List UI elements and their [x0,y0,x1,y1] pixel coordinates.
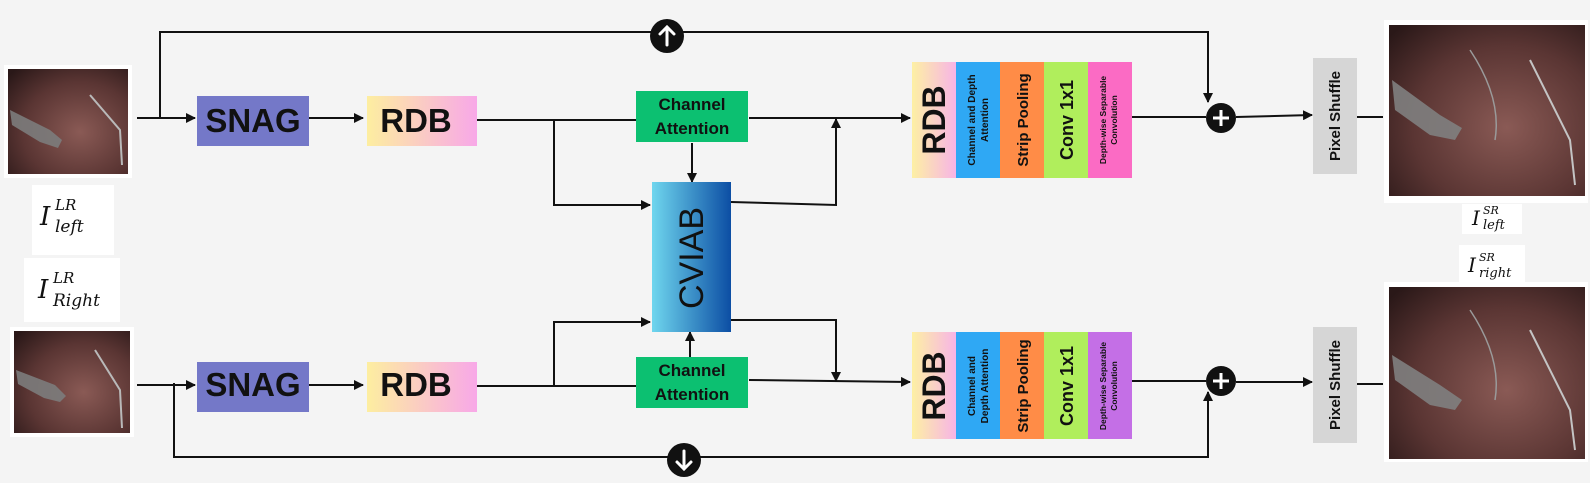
svg-text:Channel: Channel [658,361,725,380]
branch-top-to-cviab [553,120,651,210]
stack-bottom-channel-depth [956,332,1000,439]
arrow-up-icon [650,19,684,53]
svg-text:RDB: RDB [380,366,452,403]
stack-top-channel-depth [956,62,1000,178]
rdb-block-top: RDB [367,96,477,146]
label-output-right: I SR right [1459,245,1525,283]
svg-text:SR: SR [1483,204,1499,217]
svg-text:RDB: RDB [916,351,952,420]
plus-icon-bottom [1206,366,1236,396]
svg-text:left: left [55,217,84,237]
cviab-block: CVIAB [652,182,731,332]
rdb-block-bottom: RDB [367,362,477,412]
output-image-left [1384,20,1588,203]
svg-text:Attention: Attention [655,385,730,404]
svg-text:Convolution: Convolution [1109,95,1119,145]
svg-text:Channel: Channel [658,95,725,114]
svg-text:Depth Attention: Depth Attention [980,349,991,424]
cviab-to-top-merge [730,118,841,207]
svg-text:LR: LR [54,196,76,214]
svg-text:Attention: Attention [980,98,991,142]
svg-text:Channel and Depth: Channel and Depth [967,74,978,165]
stack-top-strip-pooling [1000,62,1044,178]
svg-text:SR: SR [1479,251,1495,264]
input-image-left [4,65,132,178]
svg-text:Conv 1x1: Conv 1x1 [1057,346,1077,426]
svg-text:LR: LR [52,269,74,287]
channel-attention-top: Channel Attention [636,91,748,142]
svg-text:right: right [1479,266,1512,281]
label-input-right: I LR Right [24,258,120,322]
add-top-to-pixel-shuffle [1235,110,1313,121]
stack-bottom-rdb [912,332,956,439]
top-skip-line [159,31,1213,118]
svg-text:SNAG: SNAG [205,102,300,139]
svg-text:Depth-wise Separable: Depth-wise Separable [1098,342,1108,431]
stack-top-dwsep [1088,62,1132,178]
svg-text:SNAG: SNAG [205,366,300,403]
svg-text:Convolution: Convolution [1109,361,1119,411]
svg-text:Depth-wise Separable: Depth-wise Separable [1098,76,1108,165]
rdb-stack-top: RDB Channel and Depth Attention Strip Po… [912,62,1132,178]
channel-attention-bottom: Channel Attention [636,357,748,408]
svg-text:left: left [1483,218,1506,233]
svg-text:I: I [1467,253,1477,277]
ca-bottom-to-stack [748,376,911,387]
output-image-right [1384,282,1588,462]
label-input-left: I LR left [32,185,114,255]
svg-text:I: I [39,202,51,232]
svg-text:Attention: Attention [655,119,730,138]
stack-top-rdb [912,62,956,178]
connections [137,31,1383,458]
label-output-left: I SR left [1462,204,1522,234]
stack-bottom-strip-pooling [1000,332,1044,439]
svg-text:RDB: RDB [916,85,952,154]
snag-block-bottom: SNAG [197,362,309,412]
rdb-stack-bottom: RDB Channel and Depth Attention Strip Po… [912,332,1132,439]
svg-text:I: I [37,275,49,305]
plus-icon-top [1206,103,1236,133]
pixel-shuffle-top: Pixel Shuffle [1313,58,1357,174]
svg-text:Conv 1x1: Conv 1x1 [1057,80,1077,160]
arrow-down-icon [667,443,701,477]
svg-text:Pixel Shuffle: Pixel Shuffle [1327,340,1344,430]
snag-block-top: SNAG [197,96,309,146]
cviab-to-bottom-merge [731,319,841,382]
svg-text:Right: Right [52,291,100,311]
svg-text:Channel and: Channel and [967,356,978,416]
svg-text:RDB: RDB [380,102,452,139]
svg-text:Strip Pooling: Strip Pooling [1015,339,1032,432]
svg-text:CVIAB: CVIAB [673,207,711,309]
svg-text:Strip Pooling: Strip Pooling [1015,73,1032,166]
svg-text:I: I [1471,206,1481,230]
stack-bottom-conv [1044,332,1088,439]
branch-bottom-to-cviab [553,317,651,386]
stack-bottom-dwsep [1088,332,1132,439]
pixel-shuffle-bottom: Pixel Shuffle [1313,327,1357,443]
svg-text:Pixel Shuffle: Pixel Shuffle [1327,71,1344,161]
stack-top-conv [1044,62,1088,178]
input-image-right [10,327,134,437]
